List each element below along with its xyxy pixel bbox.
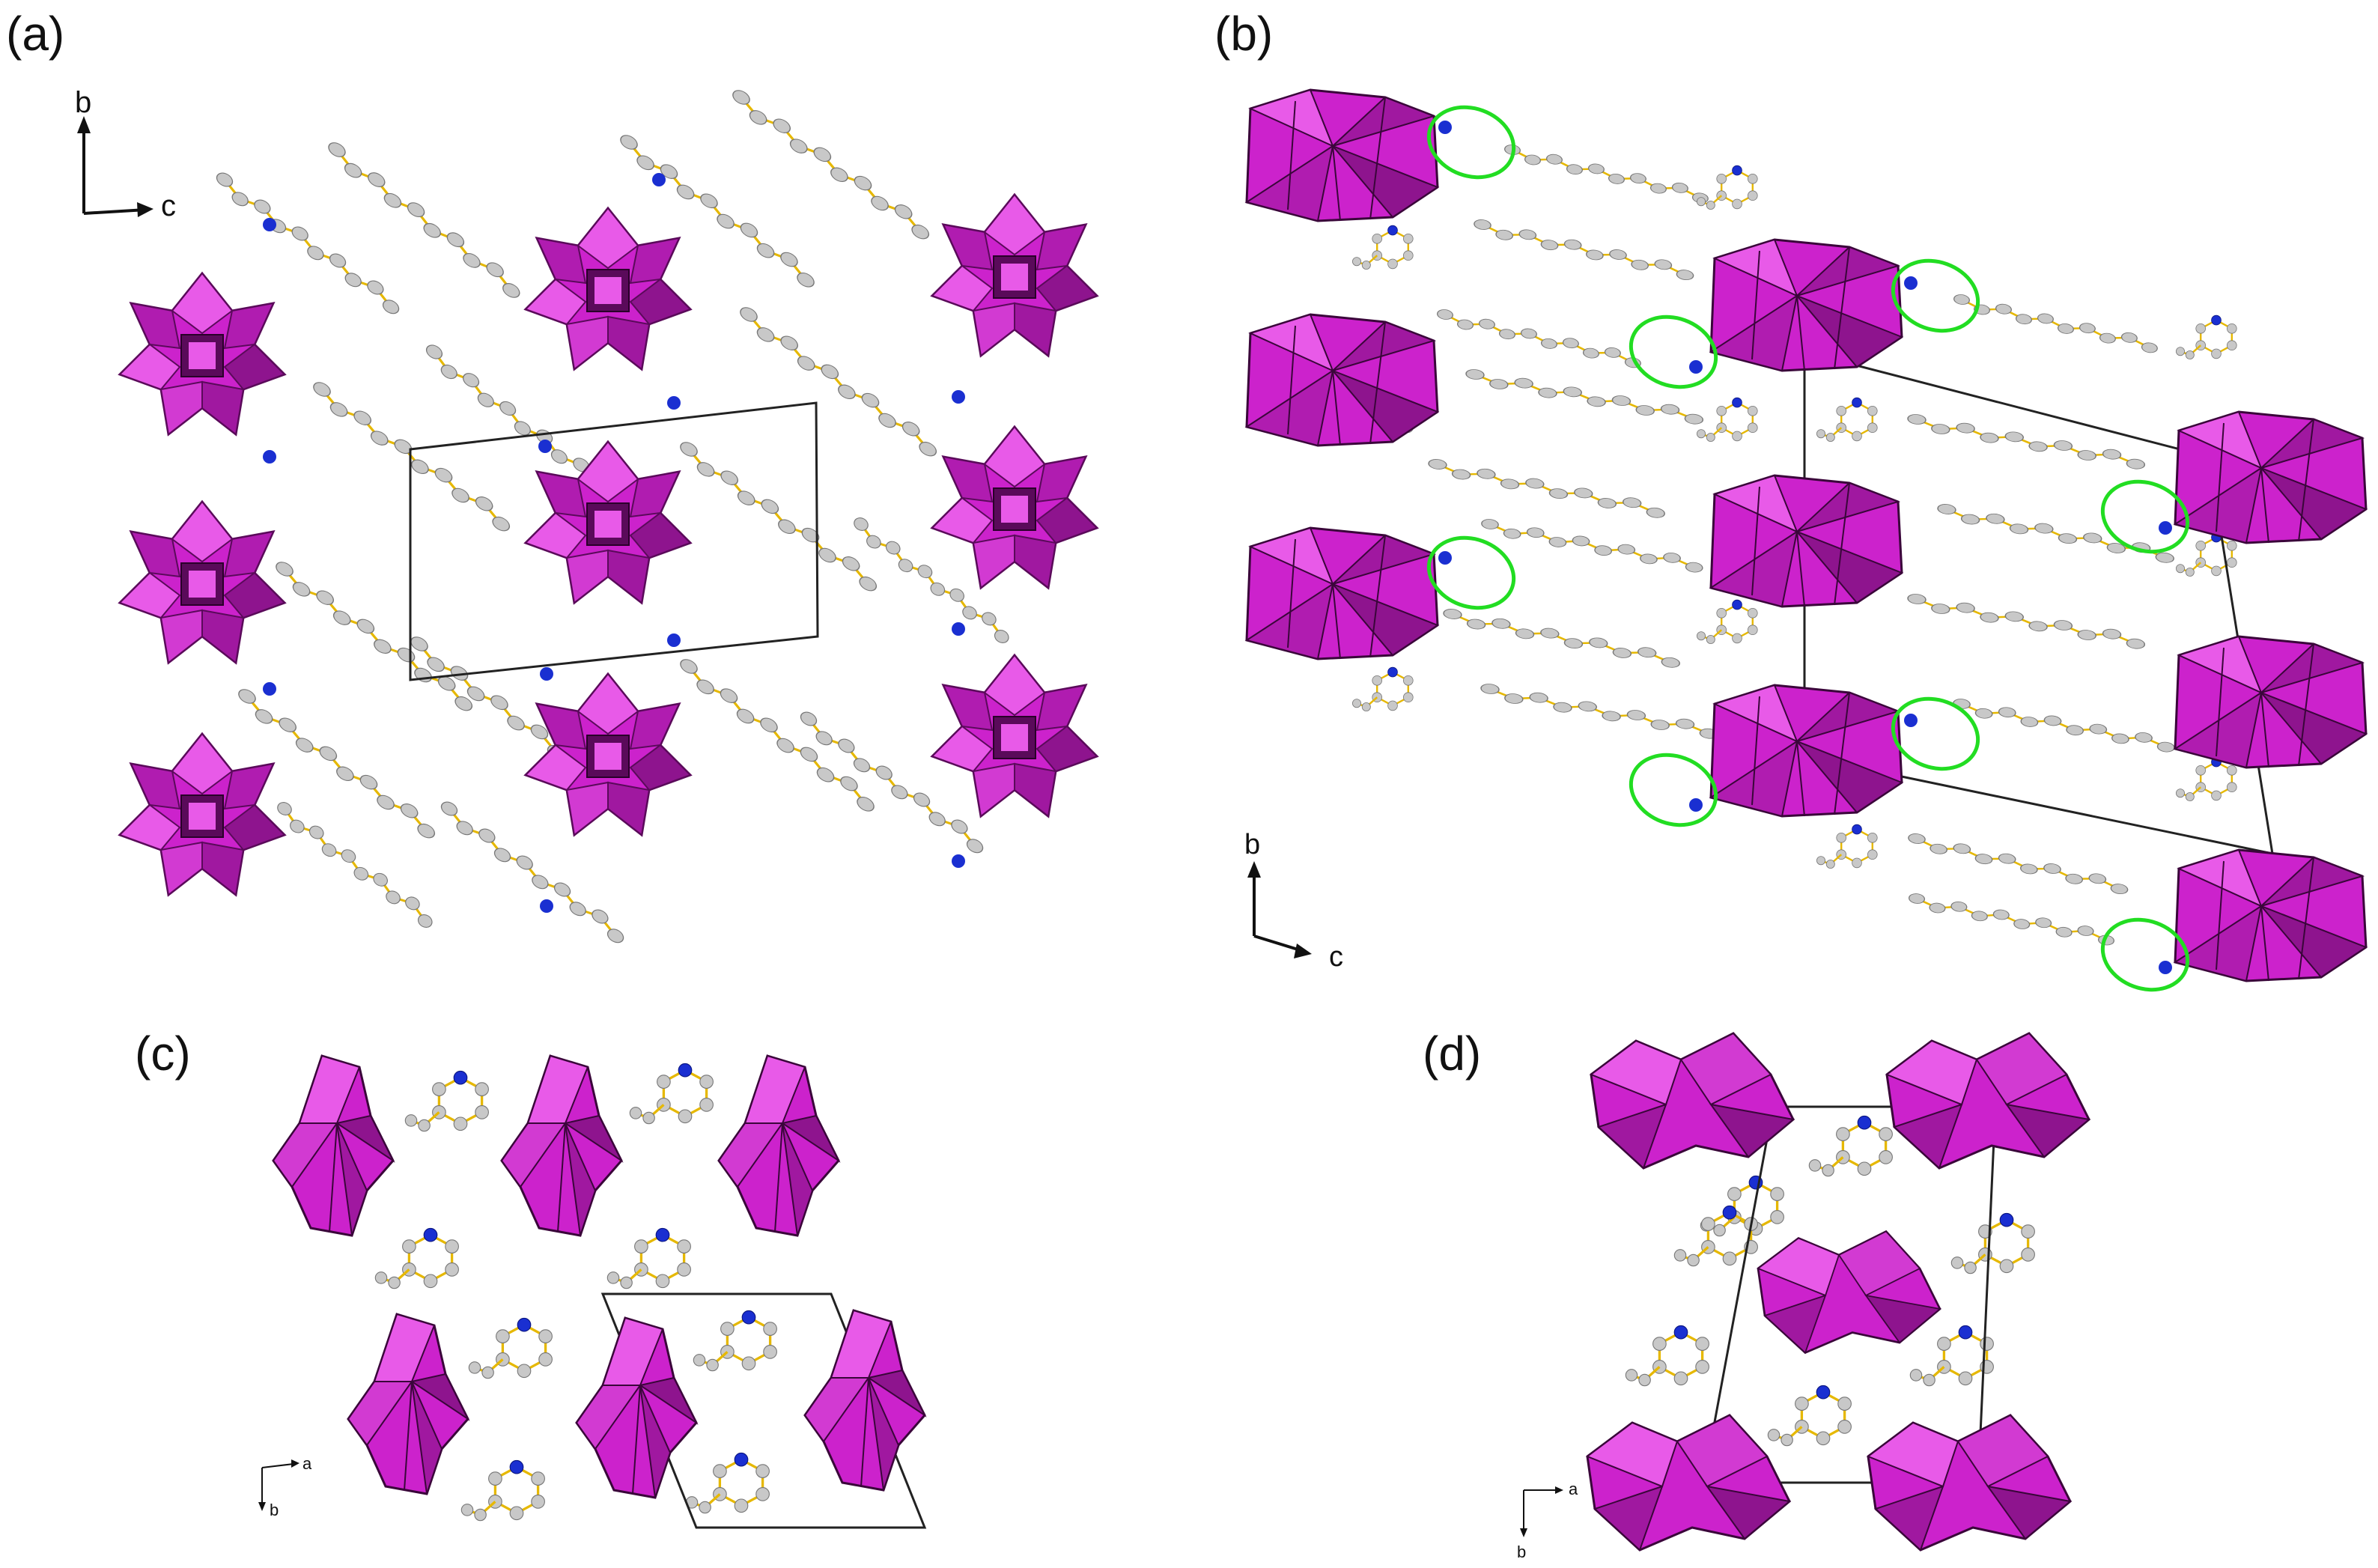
- unit-cell-a: [409, 401, 819, 681]
- panel-label-d: (d): [1423, 1027, 1482, 1081]
- axis-arrows-icon: b c: [75, 86, 176, 222]
- panel-d: a b: [1517, 1032, 2090, 1561]
- panel-c: a b: [258, 1054, 927, 1529]
- axis-arrows-icon-c: a b: [258, 1454, 312, 1519]
- clusters-d: [1586, 1032, 2090, 1552]
- axis-label-c-a: c: [161, 189, 176, 222]
- panel-label-a: (a): [6, 7, 65, 61]
- axis-label-a-d: a: [1569, 1480, 1578, 1498]
- axis-label-b-a: b: [75, 86, 91, 119]
- clusters-c: [272, 1054, 926, 1499]
- axis-arrows-icon-d: a b: [1517, 1480, 1578, 1561]
- clusters-a: [118, 193, 1098, 896]
- axis-label-a-c: a: [302, 1454, 312, 1473]
- panel-label-c: (c): [135, 1027, 191, 1081]
- axis-arrows-icon-b: b c: [1244, 829, 1343, 973]
- highlight-ellipses-b: [1426, 105, 2190, 992]
- axis-label-c-b: c: [1329, 941, 1343, 973]
- axis-label-b-b: b: [1244, 829, 1260, 860]
- nitrogen-atoms-b: [1438, 121, 2172, 974]
- clusters-b: [1245, 88, 2368, 982]
- panel-b: b c: [1244, 88, 2368, 992]
- highlight-ellipse-icon: [1426, 105, 1516, 180]
- axis-label-b-d: b: [1517, 1543, 1526, 1561]
- panel-a: b c: [75, 86, 1098, 947]
- nitrogen-atoms-a: [263, 173, 965, 913]
- axis-label-b-c: b: [270, 1501, 279, 1519]
- panel-label-b: (b): [1214, 7, 1274, 61]
